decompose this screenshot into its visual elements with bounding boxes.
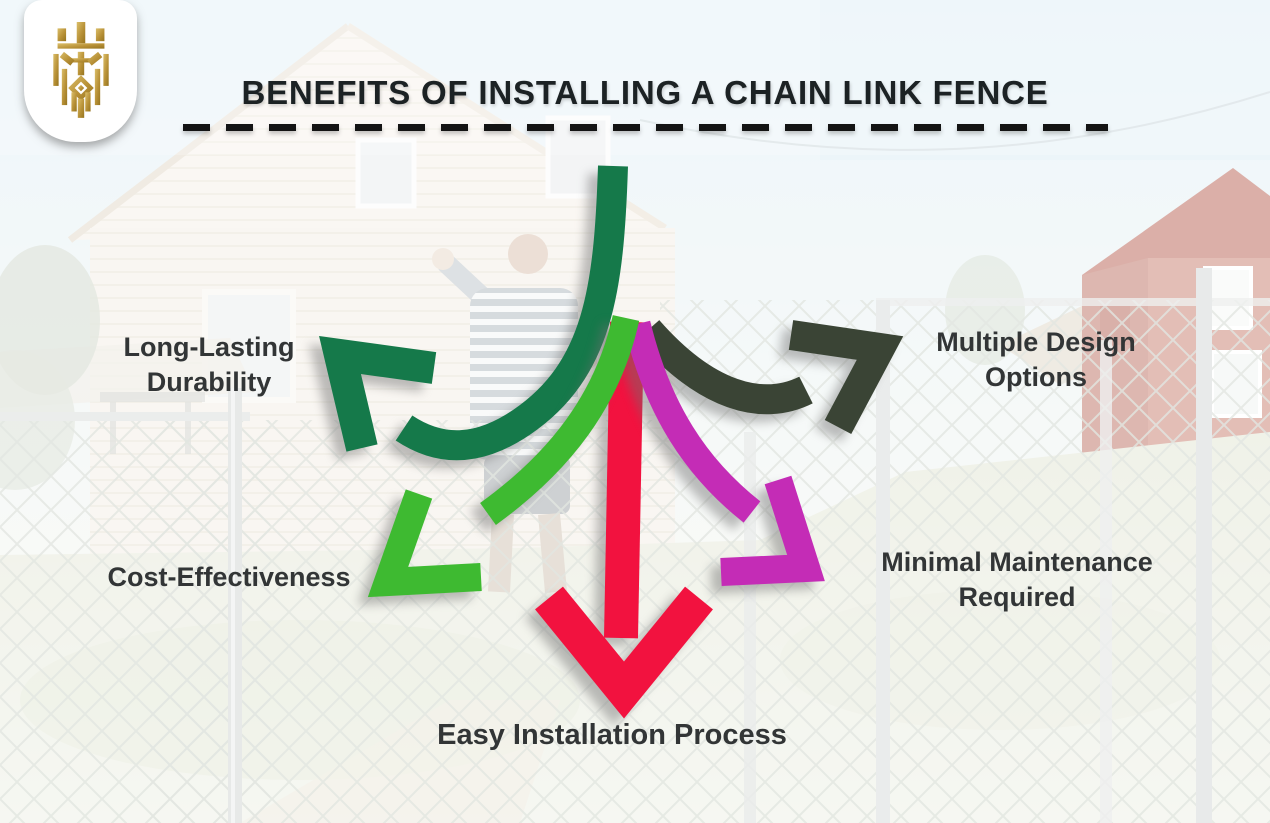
title-dashed-underline (182, 124, 1108, 131)
label-cost-effectiveness: Cost-Effectiveness (107, 562, 351, 592)
header: BENEFITS OF INSTALLING A CHAIN LINK FENC… (180, 74, 1110, 131)
arrow-multiple-design-options (636, 320, 904, 435)
brand-logo-badge (24, 0, 137, 142)
gold-lion-crest-icon (52, 22, 109, 118)
arrow-cost-effectiveness (367, 315, 640, 598)
arrow-minimal-maintenance-required (623, 320, 825, 586)
page-title: BENEFITS OF INSTALLING A CHAIN LINK FENC… (241, 74, 1049, 111)
arrow-easy-installation-process (535, 321, 713, 719)
label-multiple-design-options: Multiple Design Options (936, 327, 1136, 392)
label-easy-installation-process: Easy Installation Process (437, 719, 787, 751)
label-minimal-maintenance-required: Minimal Maintenance Required (881, 547, 1153, 612)
label-long-lasting-durability: Long-Lasting Durability (123, 332, 295, 397)
arrow-long-lasting-durability (319, 165, 628, 461)
